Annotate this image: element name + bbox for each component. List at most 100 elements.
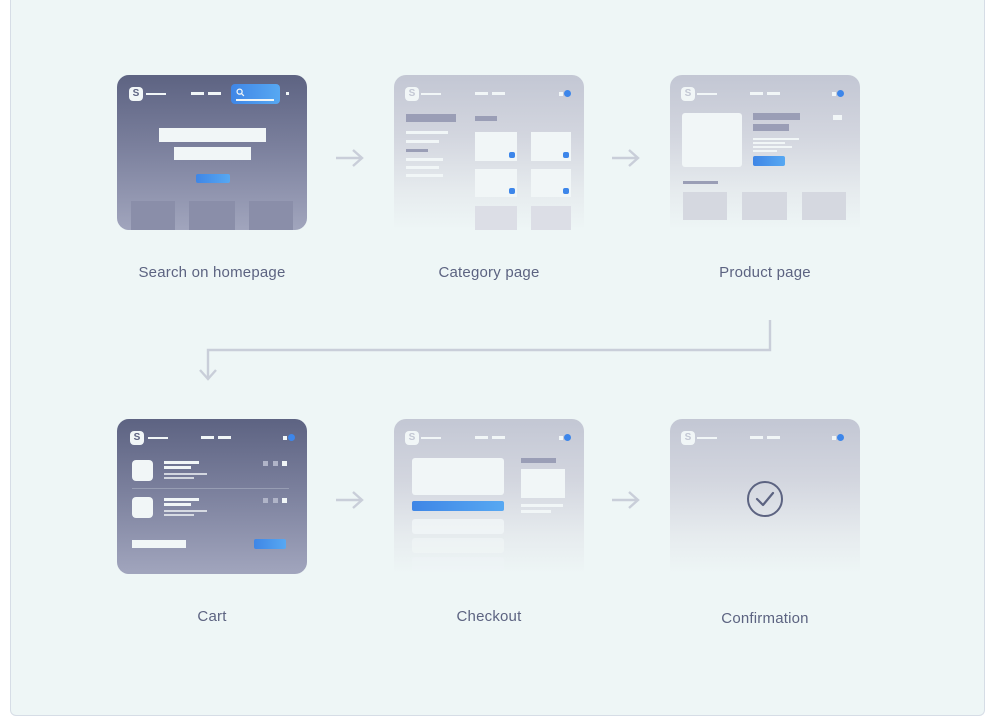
cart-item-meta bbox=[164, 510, 207, 512]
add-to-cart-dot[interactable] bbox=[563, 188, 569, 194]
filter-item-active[interactable] bbox=[406, 149, 428, 152]
user-dot bbox=[559, 92, 563, 96]
shipping-form[interactable] bbox=[412, 458, 504, 495]
featured-tile bbox=[189, 201, 235, 230]
nav-link-bar bbox=[475, 436, 488, 439]
filter-title-bar bbox=[406, 114, 456, 122]
elbow-arrow-icon bbox=[199, 320, 772, 381]
filter-item[interactable] bbox=[406, 166, 439, 169]
order-summary-title bbox=[521, 458, 556, 463]
add-to-cart-dot[interactable] bbox=[563, 152, 569, 158]
user-dot bbox=[283, 436, 287, 440]
hero-cta-button[interactable] bbox=[196, 174, 230, 183]
search-icon bbox=[236, 88, 245, 97]
cart-badge bbox=[837, 90, 844, 97]
order-summary-line bbox=[521, 504, 563, 507]
nav-link-bar bbox=[191, 92, 204, 95]
add-to-cart-button[interactable] bbox=[753, 156, 785, 166]
cart-badge bbox=[564, 90, 571, 97]
cart-item-subtitle bbox=[164, 466, 191, 469]
step-label-cart: Cart bbox=[197, 608, 227, 625]
payment-field[interactable] bbox=[412, 538, 504, 553]
featured-tile bbox=[131, 201, 175, 230]
brand-text-bar bbox=[421, 93, 441, 95]
add-to-cart-dot[interactable] bbox=[509, 188, 515, 194]
logo-icon: S bbox=[129, 87, 143, 101]
cart-item-meta bbox=[164, 477, 194, 479]
related-product-tile[interactable] bbox=[742, 192, 787, 220]
wishlist-button[interactable] bbox=[833, 115, 842, 120]
filter-item[interactable] bbox=[406, 174, 443, 177]
nav-link-bar bbox=[208, 92, 221, 95]
place-order-button[interactable] bbox=[412, 501, 504, 511]
featured-tile bbox=[249, 201, 293, 230]
user-dot bbox=[559, 436, 563, 440]
product-card-faded bbox=[475, 206, 517, 230]
user-dot bbox=[832, 92, 836, 96]
confirmation-screen: S bbox=[670, 419, 860, 574]
qty-increase[interactable] bbox=[282, 498, 287, 503]
nav-link-bar bbox=[218, 436, 231, 439]
search-underline bbox=[236, 99, 274, 101]
logo-icon: S bbox=[681, 431, 695, 445]
cart-item-title bbox=[164, 498, 199, 501]
nav-link-bar bbox=[767, 92, 780, 95]
related-title-bar bbox=[683, 181, 718, 184]
filter-item[interactable] bbox=[406, 131, 448, 134]
cart-item-thumbnail bbox=[132, 497, 153, 518]
product-screen: S bbox=[670, 75, 860, 230]
user-dot bbox=[832, 436, 836, 440]
step-label-checkout: Checkout bbox=[456, 608, 522, 625]
brand-text-bar bbox=[148, 437, 168, 439]
qty-decrease[interactable] bbox=[263, 461, 268, 466]
hero-subline-bar bbox=[174, 147, 251, 160]
related-product-tile[interactable] bbox=[683, 192, 727, 220]
qty-decrease[interactable] bbox=[263, 498, 268, 503]
nav-link-bar bbox=[475, 92, 488, 95]
cart-item-subtitle bbox=[164, 503, 191, 506]
cart-item-title bbox=[164, 461, 199, 464]
step-label-confirmation: Confirmation bbox=[721, 610, 809, 627]
checkmark-circle-icon bbox=[747, 481, 783, 517]
nav-link-bar bbox=[767, 436, 780, 439]
qty-value bbox=[273, 498, 278, 503]
cart-badge bbox=[564, 434, 571, 441]
qty-value bbox=[273, 461, 278, 466]
cart-badge bbox=[837, 434, 844, 441]
payment-field[interactable] bbox=[412, 519, 504, 534]
qty-increase[interactable] bbox=[282, 461, 287, 466]
search-bar[interactable] bbox=[231, 84, 280, 104]
filter-item[interactable] bbox=[406, 140, 439, 143]
nav-link-bar bbox=[492, 92, 505, 95]
arrow-right-icon bbox=[336, 149, 364, 167]
cart-screen: S bbox=[117, 419, 307, 574]
cart-item-meta bbox=[164, 473, 207, 475]
hero-headline-bar bbox=[159, 128, 266, 142]
payment-field[interactable] bbox=[412, 557, 504, 572]
checkout-screen: S bbox=[394, 419, 584, 574]
logo-icon: S bbox=[681, 87, 695, 101]
nav-link-bar bbox=[750, 92, 763, 95]
cart-item-meta bbox=[164, 514, 194, 516]
user-dot bbox=[286, 92, 289, 95]
checkout-button[interactable] bbox=[254, 539, 286, 549]
product-title-bar bbox=[753, 113, 800, 120]
category-screen: S bbox=[394, 75, 584, 230]
filter-item[interactable] bbox=[406, 158, 443, 161]
description-line bbox=[753, 146, 792, 148]
results-title-bar bbox=[475, 116, 497, 121]
cart-item-thumbnail bbox=[132, 460, 153, 481]
cart-divider bbox=[132, 488, 289, 489]
brand-text-bar bbox=[421, 437, 441, 439]
add-to-cart-dot[interactable] bbox=[509, 152, 515, 158]
arrow-right-icon bbox=[612, 491, 640, 509]
brand-text-bar bbox=[697, 93, 717, 95]
arrow-right-icon bbox=[336, 491, 364, 509]
order-summary-line bbox=[521, 510, 551, 513]
nav-link-bar bbox=[750, 436, 763, 439]
related-product-tile[interactable] bbox=[802, 192, 846, 220]
nav-link-bar bbox=[201, 436, 214, 439]
product-price-bar bbox=[753, 124, 789, 131]
homepage-screen: S bbox=[117, 75, 307, 230]
order-summary-box bbox=[521, 469, 565, 498]
